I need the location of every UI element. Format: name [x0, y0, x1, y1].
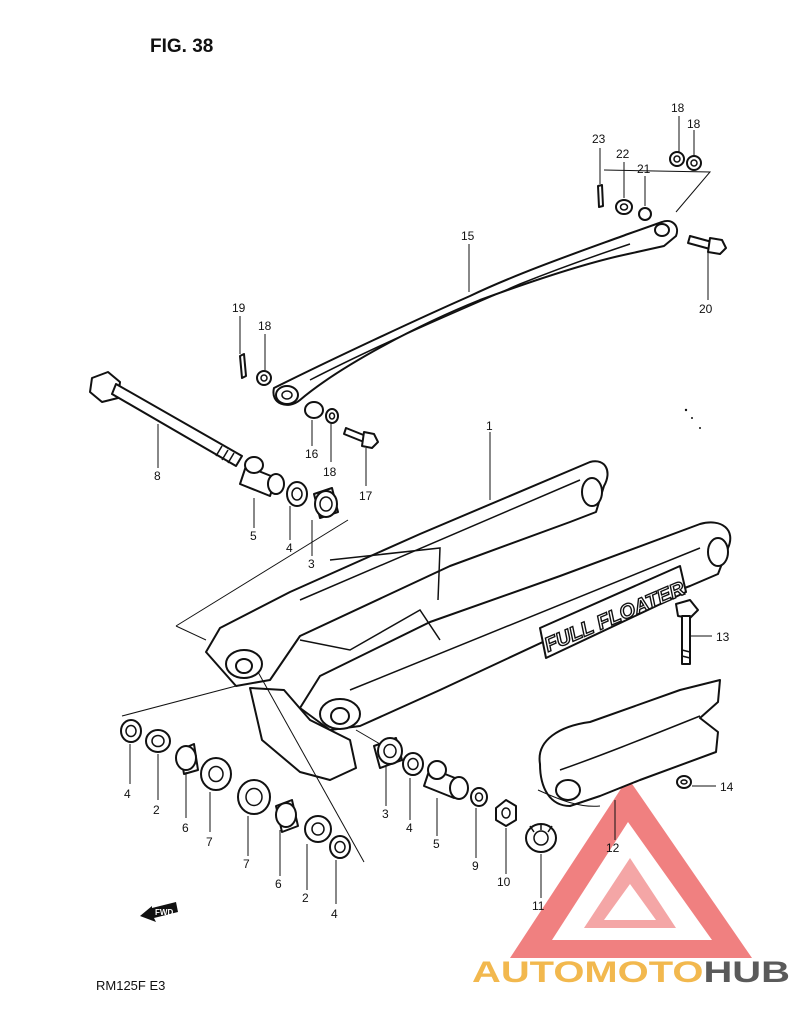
part-label: 5	[433, 837, 440, 851]
bolt-part-20	[687, 235, 727, 255]
spacer-part-6-lower-a	[175, 743, 199, 775]
cotter-pin-part-23	[597, 184, 604, 208]
part-label: 2	[153, 803, 160, 817]
seal-part-4-lower-c	[402, 752, 424, 776]
swingarm-part-1	[205, 460, 732, 781]
part-labels: 1 2 2 3 3 4 4 4 4 5 5 6 6 7 7 8 9 10 11 …	[124, 101, 734, 921]
collar-part-5-upper	[239, 456, 285, 497]
spacer-part-6-lower-b	[275, 799, 299, 833]
assembly-guide-lines	[121, 169, 712, 863]
bolt-part-17	[343, 427, 379, 449]
part-label: 4	[406, 821, 413, 835]
part-label: 20	[699, 302, 713, 316]
seal-part-4-lower-a	[120, 719, 142, 743]
part-label: 6	[182, 821, 189, 835]
nut-part-18-left	[256, 370, 272, 386]
figure-title: FIG. 38	[150, 36, 213, 57]
forward-label: FWD	[155, 908, 173, 917]
bearing-part-3-upper	[313, 487, 339, 519]
part-label: 18	[258, 319, 272, 333]
part-label: 19	[232, 301, 246, 315]
part-label: 13	[716, 630, 730, 644]
watermark-brand-part2: HUB	[703, 956, 790, 989]
seal-part-4-upper	[286, 481, 308, 507]
watermark-brand-part1: AUTOMOTO	[472, 956, 703, 989]
bolt-part-13	[675, 599, 699, 665]
washer-part-21	[638, 207, 652, 221]
part-label: 21	[637, 162, 651, 176]
screw-part-14	[676, 775, 692, 789]
bearing-part-7-lower-a	[200, 757, 232, 791]
model-code: RM125F E3	[96, 978, 165, 993]
part-label: 14	[720, 780, 734, 794]
part-label: 10	[497, 875, 511, 889]
part-label: 18	[687, 117, 701, 131]
part-label: 3	[308, 557, 315, 571]
chain-buffer-part-12	[538, 679, 721, 807]
part-label: 3	[382, 807, 389, 821]
part-label: 18	[323, 465, 337, 479]
cotter-pin-part-19	[239, 353, 247, 379]
castle-nut-part-22	[615, 199, 633, 215]
pivot-bolt-part-8	[89, 371, 243, 467]
part-label: 7	[243, 857, 250, 871]
part-label: 9	[472, 859, 479, 873]
nut-part-10	[495, 799, 517, 827]
part-label: 2	[302, 891, 309, 905]
part-label: 23	[592, 132, 606, 146]
seal-part-4-lower-b	[329, 835, 351, 859]
part-label: 4	[124, 787, 131, 801]
watermark-logo	[510, 778, 752, 958]
part-label: 18	[671, 101, 685, 115]
part-label: 6	[275, 877, 282, 891]
castle-nut-part-11	[525, 823, 557, 853]
part-label: 4	[331, 907, 338, 921]
part-label: 11	[532, 899, 545, 913]
part-label: 15	[461, 229, 475, 243]
part-label: 1	[486, 419, 493, 433]
nut-part-18-top-a	[669, 151, 685, 167]
washer-part-9	[470, 787, 488, 807]
part-label: 12	[606, 841, 620, 855]
spacer-part-16	[304, 401, 324, 419]
part-label: 5	[250, 529, 257, 543]
part-label: 4	[286, 541, 293, 555]
part-label: 22	[616, 147, 630, 161]
part-label: 17	[359, 489, 373, 503]
cushion-rod-part-15	[272, 220, 678, 406]
bearing-part-3-lower	[373, 737, 403, 769]
part-label: 7	[206, 835, 213, 849]
part-label: 8	[154, 469, 161, 483]
washer-part-2-lower-a	[145, 729, 171, 753]
print-specks	[684, 408, 701, 429]
collar-part-5-lower	[423, 760, 469, 800]
forward-arrow-icon: FWD	[140, 902, 178, 922]
washer-part-2-lower-b	[304, 815, 332, 843]
washer-part-18-top-b	[686, 155, 702, 171]
bearing-part-7-lower-b	[237, 779, 271, 815]
part-label: 16	[305, 447, 319, 461]
leader-lines	[129, 116, 716, 904]
washer-part-18-mid	[325, 408, 339, 424]
